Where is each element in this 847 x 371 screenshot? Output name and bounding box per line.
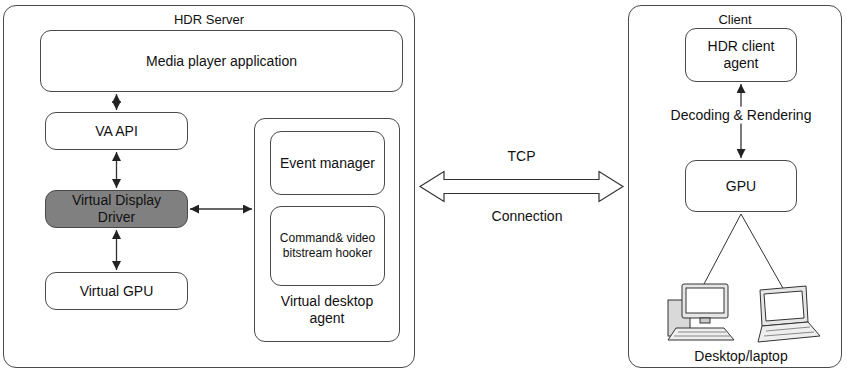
agent-group: Virtual desktop agent Event managerComman… [254, 118, 400, 342]
process-box: HDR client agent [685, 28, 797, 82]
connector-arrow [190, 208, 252, 209]
node-text: Virtual Display Driver [54, 192, 179, 226]
node-text: Client [718, 12, 751, 28]
process-box: Media player application [40, 30, 403, 92]
leader-line [741, 214, 784, 290]
laptop-lid [760, 286, 808, 326]
device-caption: Desktop/laptop [691, 348, 790, 365]
connector-arrow [116, 152, 117, 188]
gpu-leader-lines [704, 214, 784, 290]
process-box: Command& video bitstream hooker [270, 206, 385, 286]
laptop-screen [764, 291, 804, 321]
highlighted-box: Virtual Display Driver [45, 190, 188, 228]
node-text: Virtual desktop agent [267, 293, 387, 327]
node-text: HDR client agent [694, 38, 788, 72]
server-frame: HDR ServerMedia player application VA API… [3, 5, 415, 368]
keyboard [668, 328, 734, 340]
connection-label: Connection [489, 208, 566, 225]
process-box: Virtual GPU [45, 272, 188, 310]
process-box: VA API [45, 112, 188, 150]
node-text: VA API [95, 123, 138, 140]
monitor-screen [686, 288, 724, 313]
node-text: Command& video bitstream hooker [279, 231, 376, 261]
monitor-frame [682, 284, 728, 318]
process-box: GPU [685, 160, 797, 212]
node-text: Media player application [146, 53, 297, 70]
leader-line [704, 214, 741, 284]
edge-label: Decoding & Rendering [668, 107, 815, 124]
laptop-keys [764, 327, 814, 336]
laptop-base [758, 322, 820, 342]
client-frame: ClientHDR client agentGPU [628, 5, 842, 368]
keyboard-keys [674, 332, 730, 336]
desktop-computer-icon [668, 284, 734, 340]
network-arrow [420, 172, 623, 202]
connector-arrow [116, 94, 117, 110]
node-text: HDR Server [174, 12, 244, 28]
laptop-icon [758, 286, 820, 342]
process-box: Event manager [270, 131, 385, 195]
connector-arrow [116, 230, 117, 270]
node-text: GPU [726, 178, 756, 195]
node-text: Virtual GPU [80, 283, 154, 300]
monitor-stand [700, 318, 710, 323]
edge-label: TCP [505, 147, 539, 164]
node-text: Event manager [280, 155, 375, 172]
